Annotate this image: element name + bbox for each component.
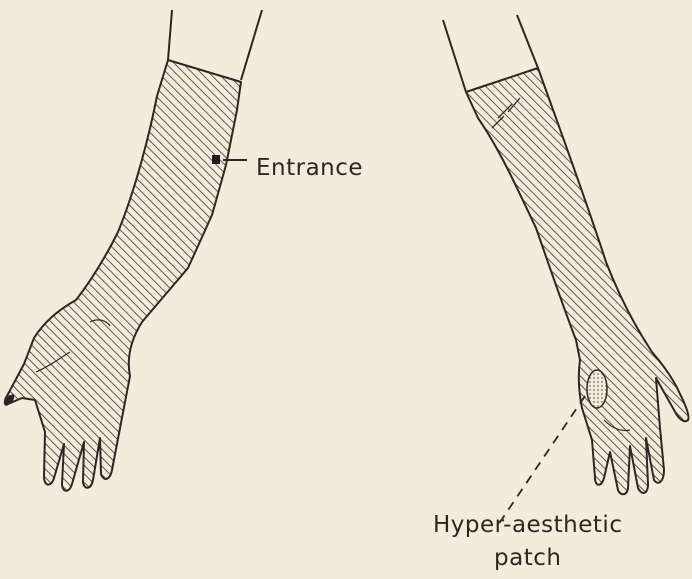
entrance-label: Entrance [256, 155, 363, 181]
left-upper-arm-outline-left [168, 10, 172, 60]
right-arm [443, 15, 689, 528]
left-upper-arm-outline-right [241, 10, 262, 80]
right-forearm-hand [466, 68, 689, 494]
patch-label: patch [494, 545, 561, 571]
hyper-aesthetic-label: Hyper-aesthetic [433, 512, 622, 538]
hyperaesthetic-patch-marker [587, 370, 607, 408]
left-arm [5, 10, 262, 491]
left-forearm-hand [5, 60, 241, 491]
right-upper-arm-outline-left [443, 20, 466, 92]
entrance-wound-marker [212, 155, 220, 164]
hyper-aesthetic-leader-line [496, 396, 585, 528]
right-upper-arm-outline-right [517, 15, 538, 68]
